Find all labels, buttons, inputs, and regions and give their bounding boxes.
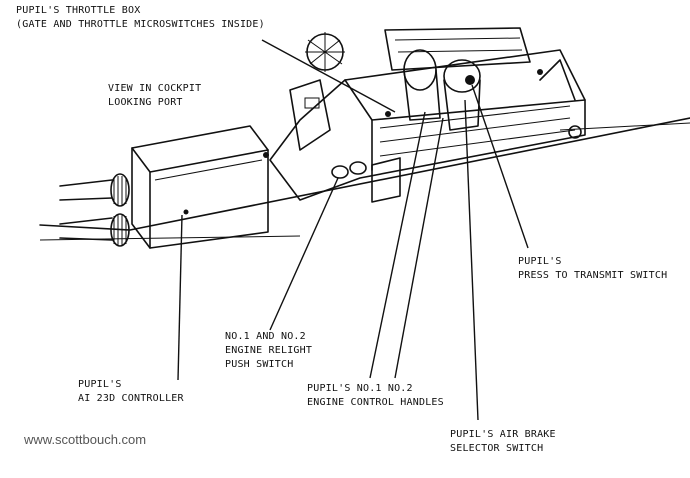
label-control-handles: PUPIL'S NO.1 NO.2 ENGINE CONTROL HANDLES bbox=[307, 382, 444, 410]
label-transmit-switch: PUPIL'S PRESS TO TRANSMIT SWITCH bbox=[518, 255, 667, 283]
label-view-line2: LOOKING PORT bbox=[108, 97, 183, 108]
label-transmit-line2: PRESS TO TRANSMIT SWITCH bbox=[518, 270, 668, 281]
website-credit: www.scottbouch.com bbox=[24, 432, 147, 447]
label-throttle-box: PUPIL'S THROTTLE BOX (GATE AND THROTTLE … bbox=[16, 4, 265, 32]
label-control-handles-line2: ENGINE CONTROL HANDLES bbox=[307, 397, 444, 408]
label-view: VIEW IN COCKPIT LOOKING PORT bbox=[108, 82, 201, 110]
label-throttle-box-line1: PUPIL'S THROTTLE BOX bbox=[16, 5, 141, 16]
label-view-line1: VIEW IN COCKPIT bbox=[108, 83, 202, 94]
ai23d-controller-drawing bbox=[59, 125, 269, 249]
label-controller-line1: PUPIL'S bbox=[78, 379, 122, 390]
label-controller-line2: AI 23D CONTROLLER bbox=[78, 393, 184, 404]
label-relight-line3: PUSH SWITCH bbox=[225, 359, 294, 370]
throttle-box-drawing bbox=[269, 27, 586, 203]
leader-lines bbox=[177, 39, 529, 421]
label-air-brake-line2: SELECTOR SWITCH bbox=[450, 443, 544, 454]
label-controller: PUPIL'S AI 23D CONTROLLER bbox=[78, 378, 184, 406]
label-relight-line2: ENGINE RELIGHT bbox=[225, 345, 313, 356]
label-control-handles-line1: PUPIL'S NO.1 NO.2 bbox=[307, 383, 413, 394]
label-air-brake: PUPIL'S AIR BRAKE SELECTOR SWITCH bbox=[450, 428, 556, 456]
label-throttle-box-line2: (GATE AND THROTTLE MICROSWITCHES INSIDE) bbox=[16, 19, 265, 30]
label-relight-switch: NO.1 AND NO.2 ENGINE RELIGHT PUSH SWITCH bbox=[225, 330, 312, 372]
cockpit-rail bbox=[39, 117, 690, 241]
label-relight-line1: NO.1 AND NO.2 bbox=[225, 331, 306, 342]
label-transmit-line1: PUPIL'S bbox=[518, 256, 562, 267]
label-air-brake-line1: PUPIL'S AIR BRAKE bbox=[450, 429, 556, 440]
